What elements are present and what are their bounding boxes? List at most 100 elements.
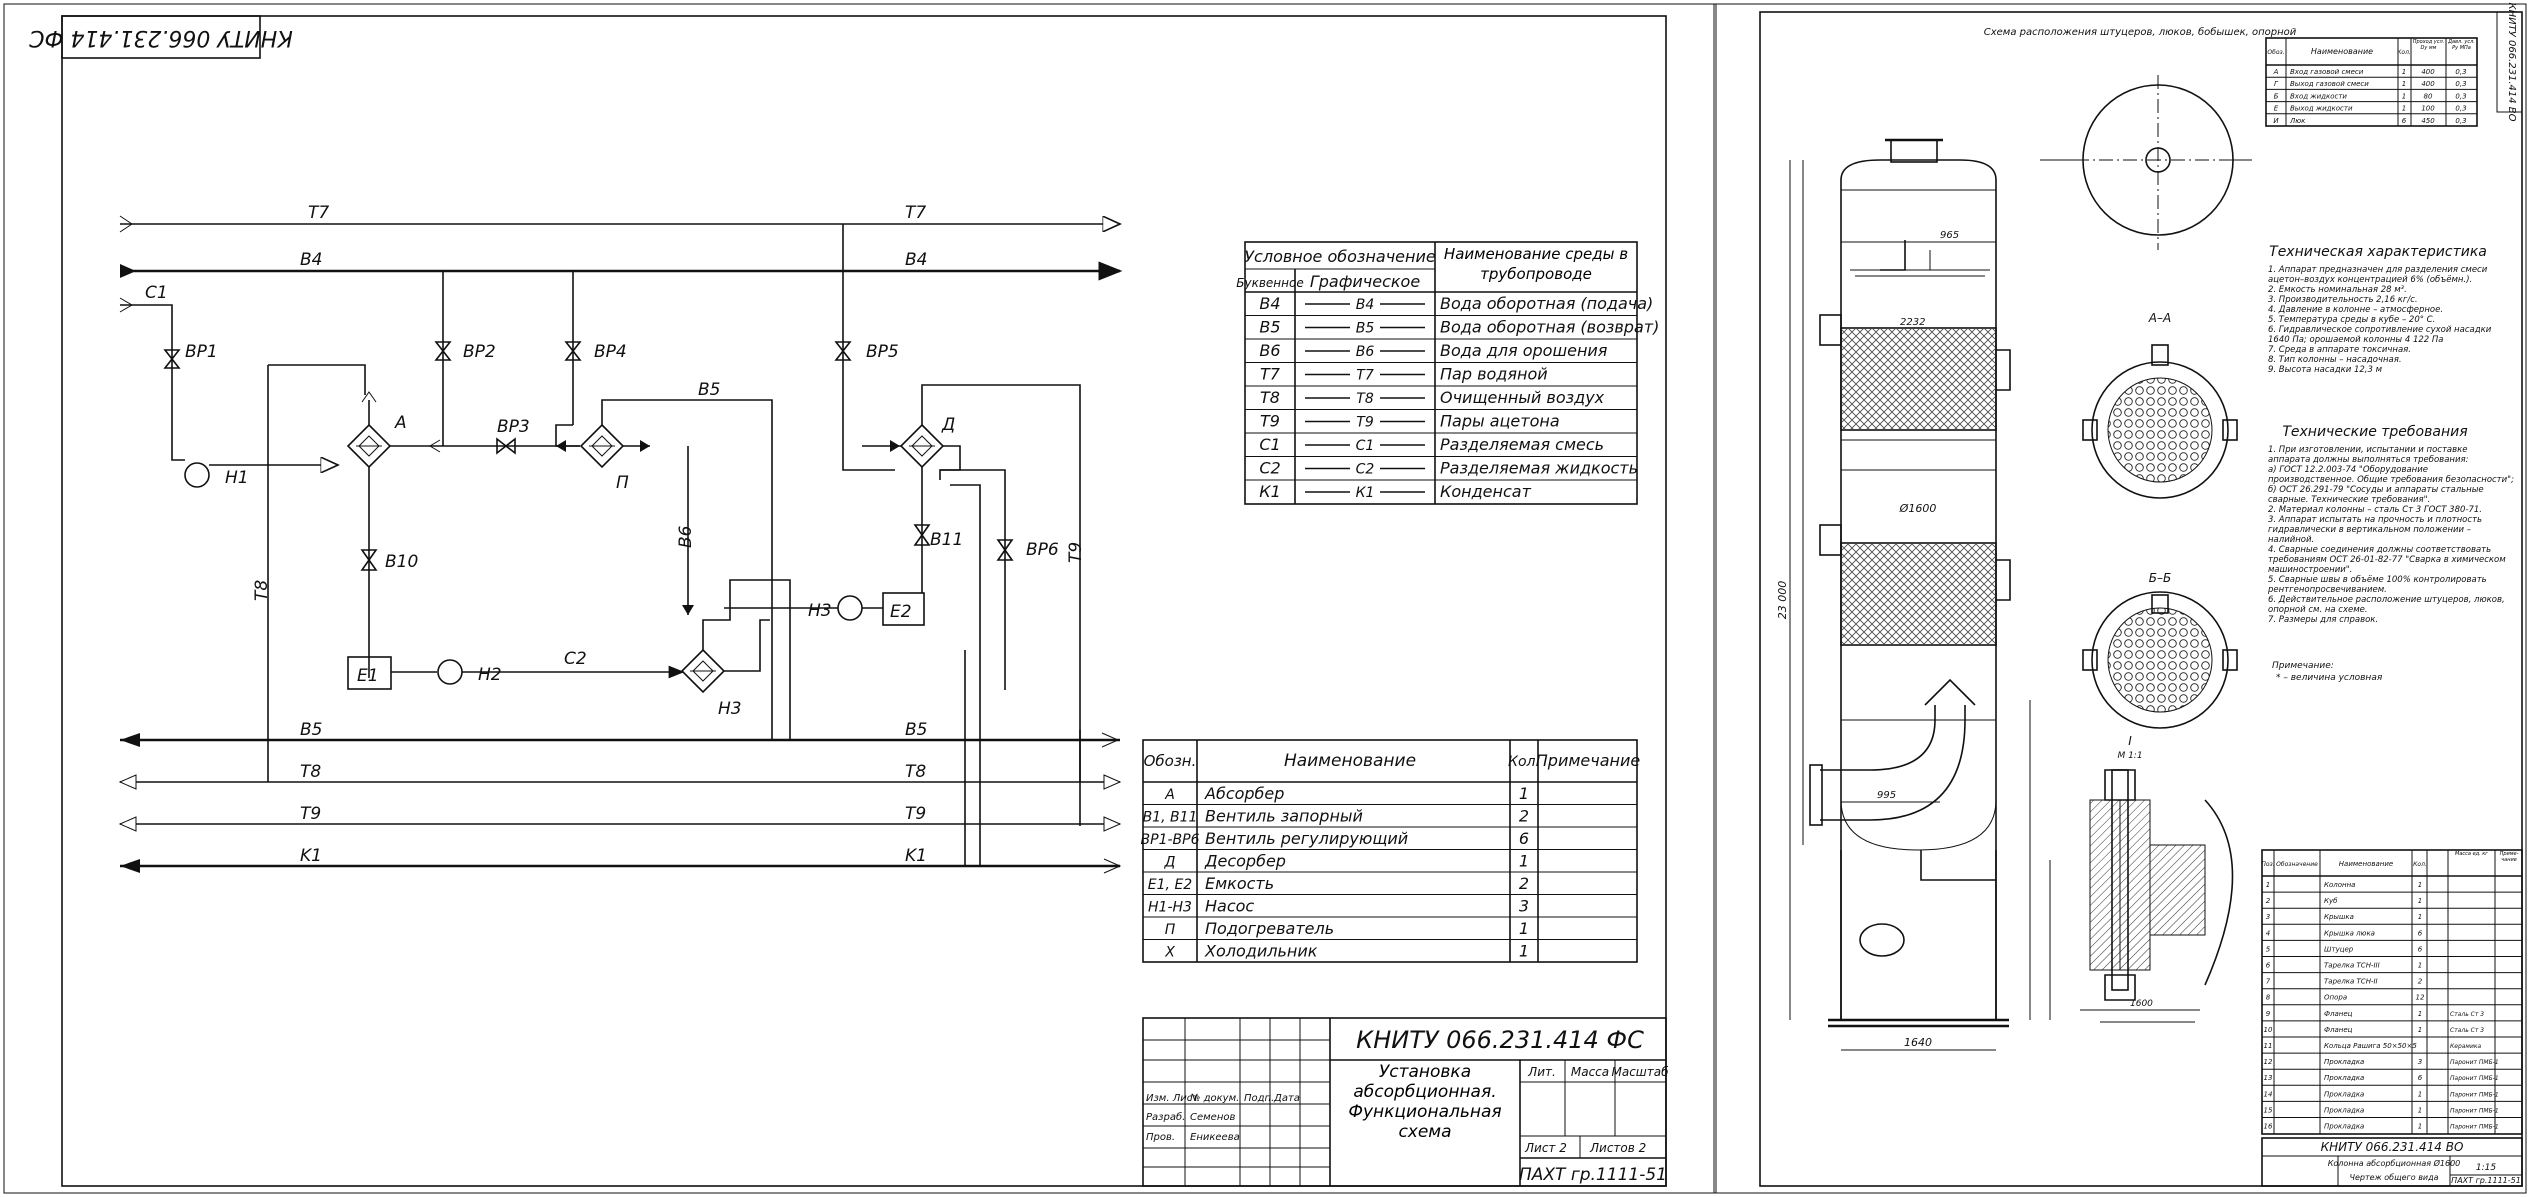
valve-BP4[interactable] bbox=[564, 341, 582, 361]
dim-height: 23 000 bbox=[1776, 581, 1789, 620]
parts-row-name: Прокладка bbox=[2324, 1123, 2364, 1131]
cooler-X[interactable] bbox=[579, 423, 625, 469]
parts-row-name: Куб bbox=[2324, 897, 2338, 905]
label-T9-vertical: T9 bbox=[1066, 542, 1086, 563]
media-row-graphic-code: Т9 bbox=[1356, 415, 1374, 431]
parts-row-qty: 1 bbox=[2418, 1106, 2422, 1114]
spec-row-qty: 2 bbox=[1519, 807, 1529, 826]
tech-req-item: б) ОСТ 26.291-79 "Сосуды и аппараты стал… bbox=[2268, 485, 2484, 505]
parts-row-name: Фланец bbox=[2324, 1010, 2353, 1018]
media-row-code: К1 bbox=[1259, 482, 1281, 501]
label-BP5: ВР5 bbox=[866, 342, 899, 362]
tb1-title-box: Установка абсорбционная. Функциональная … bbox=[1348, 1062, 1501, 1142]
valve-B10[interactable] bbox=[360, 549, 378, 571]
nozzle-row-p: 0,3 bbox=[2455, 68, 2466, 76]
valve-BP6[interactable] bbox=[996, 539, 1014, 561]
parts-row-pos: 15 bbox=[2264, 1106, 2273, 1114]
nozzle-row-p: 0,3 bbox=[2455, 117, 2466, 125]
parts-header-name: Наименование bbox=[2339, 860, 2393, 868]
spec-row-qty: 1 bbox=[1519, 784, 1529, 803]
tech-char-item: 8. Тип колонны – насадочная. bbox=[2268, 355, 2402, 365]
label-T8-vertical: T8 bbox=[252, 580, 272, 601]
packing-upper bbox=[1842, 329, 1995, 429]
spec-row-code: П bbox=[1165, 922, 1176, 938]
parts-header-mass-box: Масса ед. кг bbox=[2455, 851, 2488, 857]
nozzle-row-name: Выход жидкости bbox=[2290, 105, 2353, 113]
nozzle-row-d: 400 bbox=[2421, 80, 2435, 88]
label-T8-left: T8 bbox=[300, 762, 321, 782]
valve-B11[interactable] bbox=[913, 524, 931, 546]
nozzle-row-qty: 1 bbox=[2402, 80, 2406, 88]
label-T9-right: T9 bbox=[905, 804, 926, 824]
tech-req-item: 2. Материал колонны – сталь Ст 3 ГОСТ 38… bbox=[2268, 505, 2482, 515]
nozzle-row-qty: 1 bbox=[2402, 92, 2406, 100]
tech-req-item: 7. Размеры для справок. bbox=[2268, 615, 2378, 625]
label-BP4: ВР4 bbox=[594, 342, 627, 362]
parts-header-qty: Кол. bbox=[2413, 861, 2427, 868]
nozzle-row-d: 80 bbox=[2424, 92, 2433, 100]
label-C2: C2 bbox=[564, 649, 587, 669]
absorber-A[interactable] bbox=[346, 423, 392, 469]
label-H1: Н1 bbox=[225, 468, 249, 488]
label-BP3: ВР3 bbox=[497, 417, 530, 437]
pump-H3[interactable] bbox=[837, 595, 863, 621]
valve-BP1[interactable] bbox=[163, 349, 181, 369]
label-X: П bbox=[616, 473, 629, 493]
tb1-prov-name: Еникеева bbox=[1190, 1132, 1240, 1143]
media-header-medium-box: Наименование среды в трубопроводе bbox=[1444, 245, 1628, 283]
tb1-sheets: Листов 2 bbox=[1589, 1141, 1646, 1155]
parts-row-pos: 9 bbox=[2266, 1010, 2271, 1018]
parts-row-pos: 7 bbox=[2266, 978, 2271, 986]
parts-row-note: Паронит ПМБ-1 bbox=[2450, 1091, 2499, 1098]
label-E1: Е1 bbox=[357, 666, 379, 686]
valve-BP2[interactable] bbox=[434, 341, 452, 361]
media-row-graphic-code: В5 bbox=[1356, 321, 1375, 337]
nozzle-row-qty: 6 bbox=[2402, 117, 2407, 125]
parts-row-name: Штуцер bbox=[2324, 945, 2354, 953]
tb2-subtitle: Чертеж общего вида bbox=[2349, 1173, 2438, 1182]
parts-row-qty: 1 bbox=[2418, 1026, 2422, 1034]
parts-row-note: Паронит ПМБ-1 bbox=[2450, 1124, 2499, 1131]
label-B5-mid: B5 bbox=[698, 380, 720, 400]
parts-row-pos: 1 bbox=[2266, 881, 2270, 889]
tb2-title: Колонна абсорбционная Ø1600 bbox=[2328, 1158, 2461, 1168]
section-aa bbox=[2082, 344, 2238, 499]
desorber-D[interactable] bbox=[899, 423, 945, 469]
spec-row-code: ВР1-ВР6 bbox=[1141, 832, 1200, 848]
tech-req-item: 3. Аппарат испытать на прочность и плотн… bbox=[2268, 515, 2482, 545]
parts-row-note: Паронит ПМБ-1 bbox=[2450, 1075, 2499, 1082]
parts-row-pos: 6 bbox=[2266, 962, 2271, 970]
spec-row-name: Вентиль запорный bbox=[1205, 807, 1363, 826]
tb1-razrab: Разраб. bbox=[1146, 1111, 1185, 1123]
parts-row-qty: 1 bbox=[2418, 1090, 2422, 1098]
valve-BP5[interactable] bbox=[834, 341, 852, 361]
tank-E1[interactable] bbox=[347, 656, 392, 690]
label-B11: В11 bbox=[930, 530, 963, 550]
pump-H1[interactable] bbox=[184, 462, 210, 488]
parts-header-note-box: Приме-чание bbox=[2500, 851, 2519, 863]
heater-P[interactable] bbox=[680, 648, 726, 694]
label-B5-right: B5 bbox=[905, 720, 927, 740]
pump-H2[interactable] bbox=[437, 659, 463, 685]
sheet-2-stamp: КНИТУ 066.231.414 ВО bbox=[2506, 2, 2517, 121]
valve-BP3[interactable] bbox=[496, 437, 516, 455]
tb2-scale: 1:15 bbox=[2476, 1163, 2496, 1173]
tb1-podp: Подп. bbox=[1244, 1093, 1274, 1104]
spec-row-code: А bbox=[1164, 787, 1175, 803]
parts-row-name: Тарелка ТСН-III bbox=[2324, 962, 2380, 970]
tb2-doc: КНИТУ 066.231.414 ВО bbox=[2321, 1140, 2464, 1154]
tech-char-item: 7. Среда в аппарате токсичная. bbox=[2268, 345, 2411, 355]
dim-d2: 1600 bbox=[2130, 999, 2153, 1009]
label-BP2: ВР2 bbox=[463, 342, 496, 362]
media-row-code: С2 bbox=[1259, 459, 1280, 478]
parts-row-name: Прокладка bbox=[2324, 1106, 2364, 1114]
parts-row-pos: 11 bbox=[2264, 1042, 2273, 1050]
tb1-razrab-name: Семенов bbox=[1190, 1112, 1235, 1123]
parts-row-pos: 8 bbox=[2266, 994, 2271, 1002]
tank-E2[interactable] bbox=[882, 592, 925, 626]
sheet-2-inner-frame bbox=[1759, 11, 2523, 1187]
